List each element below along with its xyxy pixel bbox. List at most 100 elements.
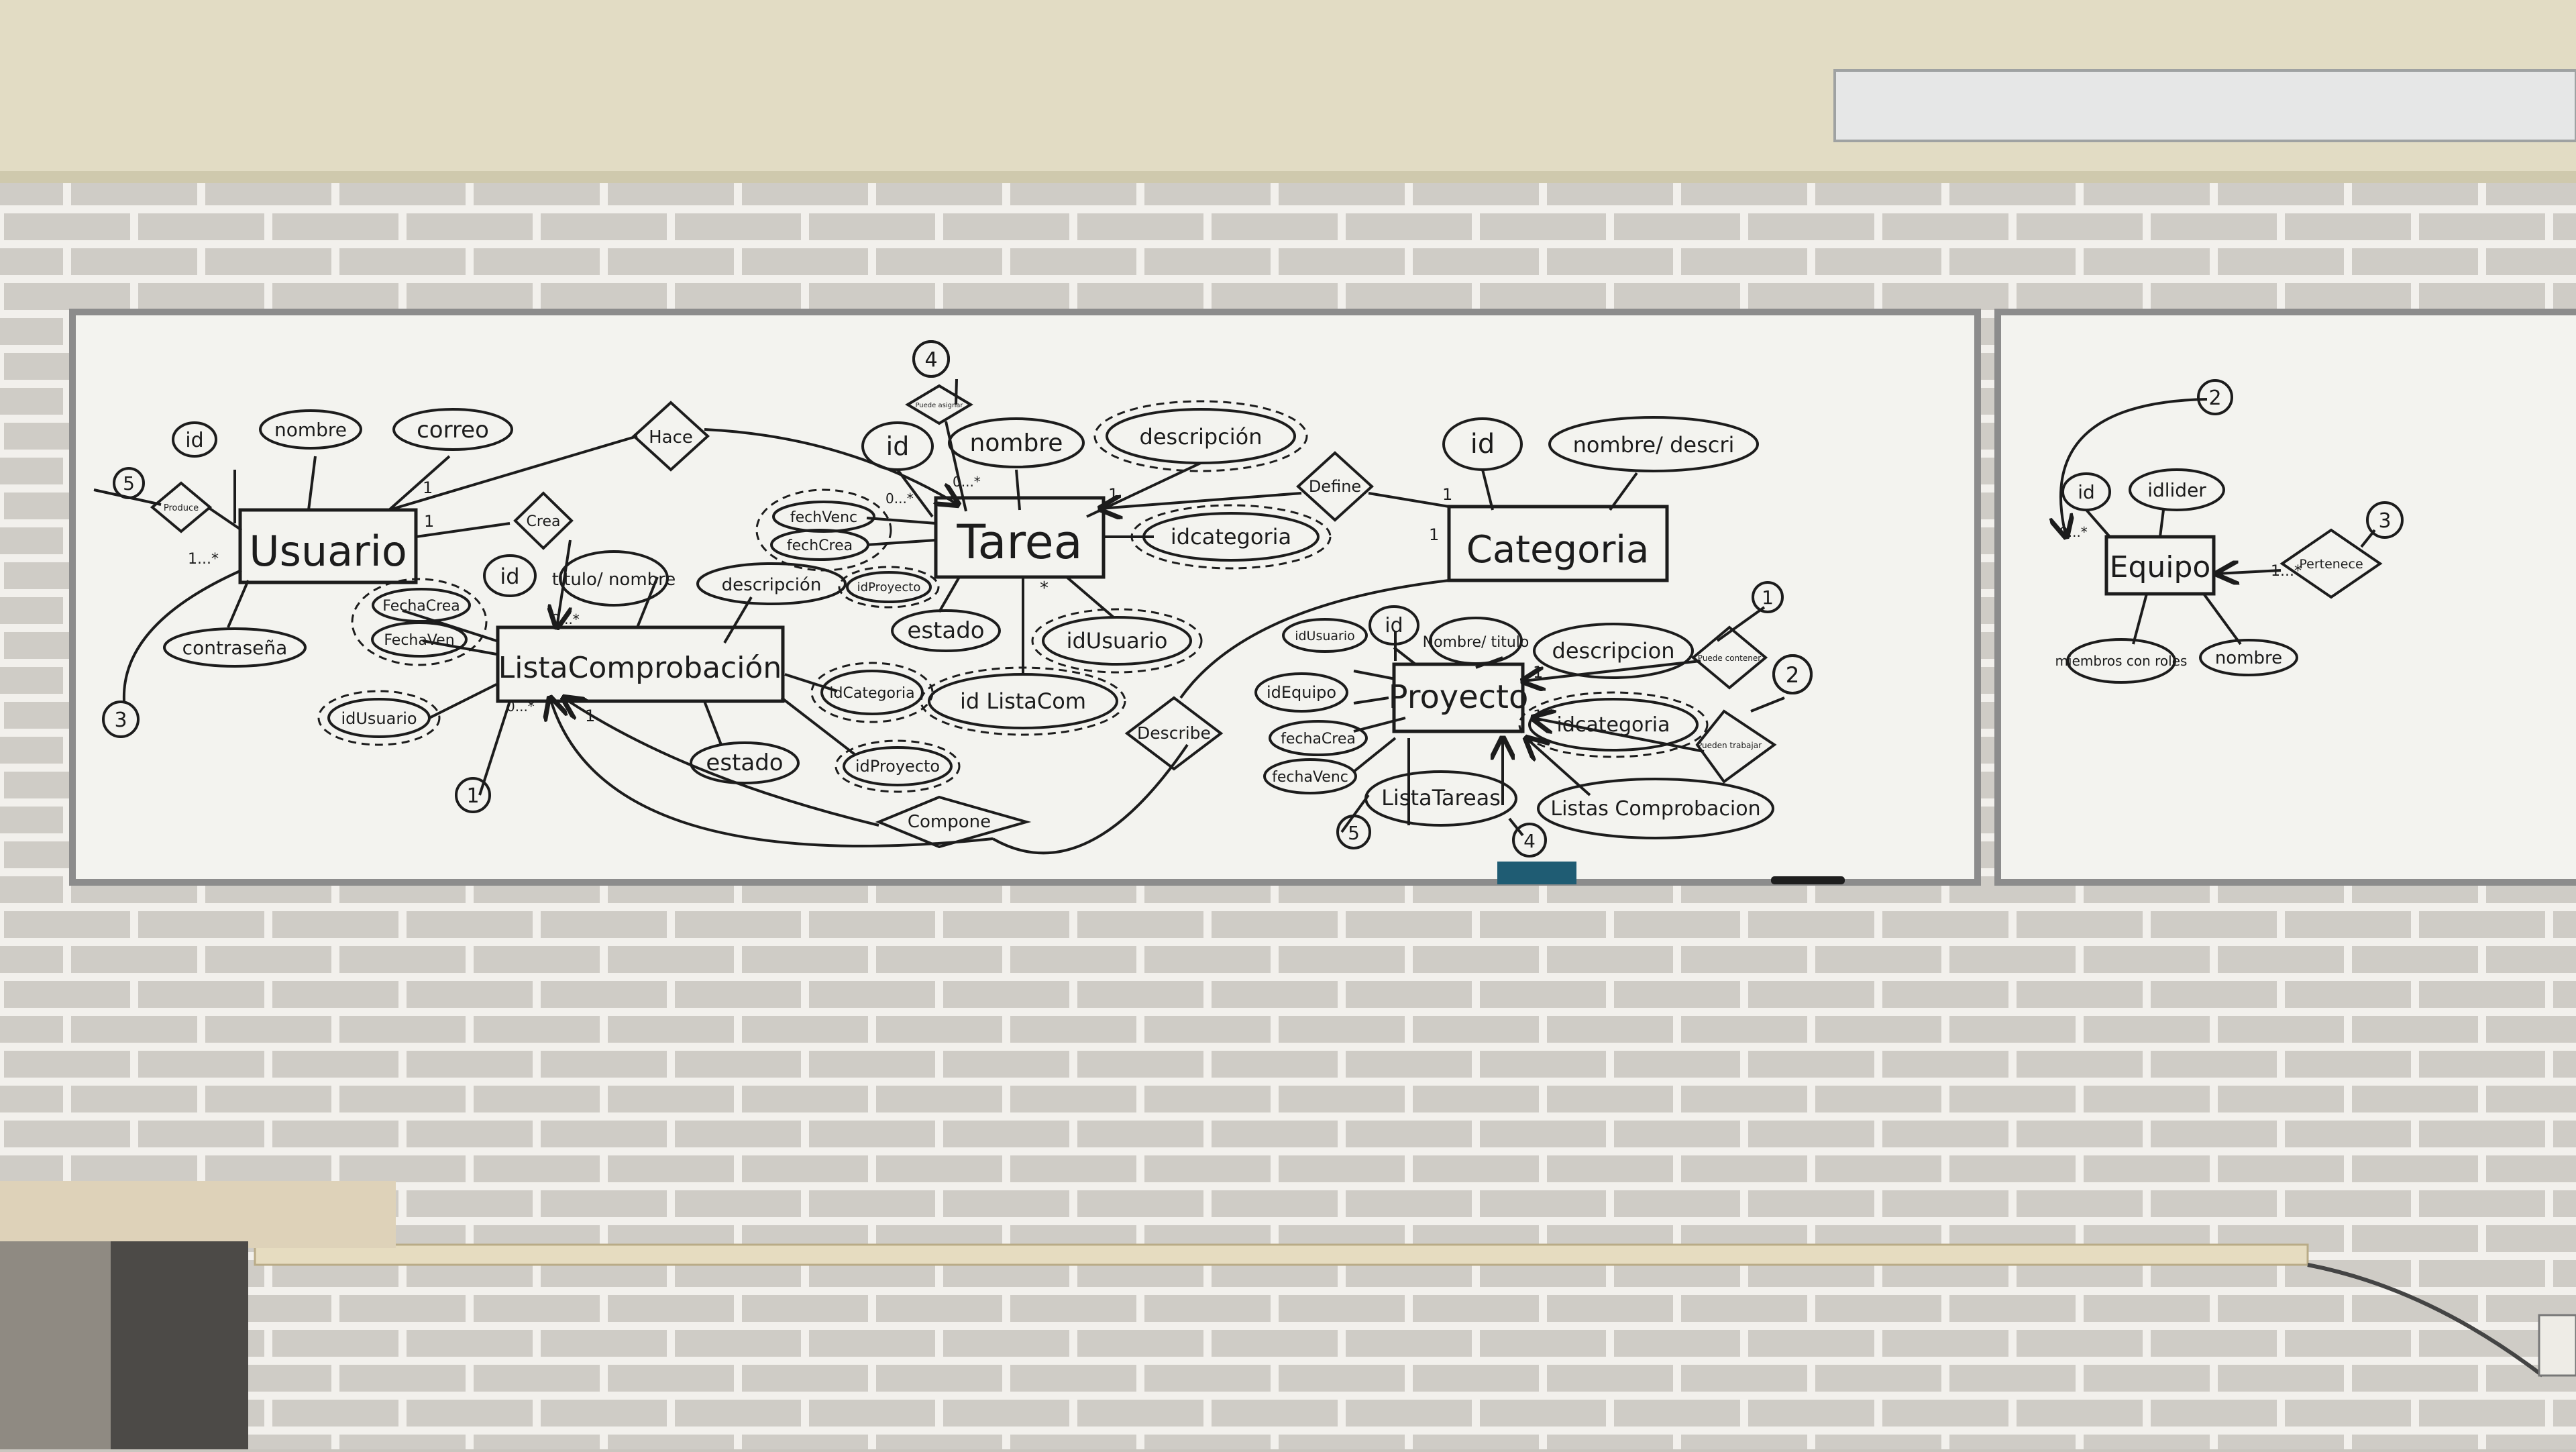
entity-lista-box <box>496 625 785 703</box>
numbered-markers <box>102 340 2404 858</box>
card-tarea-define: 1 <box>1108 485 1118 504</box>
attribute-ellipses <box>163 408 2298 839</box>
attr-proyecto-nombre: Nombre/ titulo <box>1423 634 1529 651</box>
attr-proyecto-idcategoria-shape <box>1528 698 1699 751</box>
attr-lista-fechacrea-shape <box>372 588 471 623</box>
attr-tarea-idusuario-shape <box>1042 616 1192 666</box>
card-usuario-produce: 1...* <box>188 551 219 568</box>
attr-usuario-nombre-shape <box>259 409 362 450</box>
attr-categoria-nombre: nombre/ descri <box>1573 432 1735 458</box>
attr-usuario-id: id <box>185 429 203 452</box>
marker-2-proyecto-b: 2 <box>1786 662 1799 688</box>
entity-equipo-box <box>2104 535 2216 596</box>
attr-equipo-miembros: miembros con roles <box>2055 653 2188 669</box>
attr-tarea-idusuario: idUsuario <box>1067 628 1168 654</box>
entity-equipo: Equipo <box>2110 550 2211 584</box>
attr-equipo-idlider-shape <box>2129 468 2225 511</box>
diamond-crea <box>513 491 574 550</box>
entity-usuario-box <box>238 508 418 584</box>
card-lista-compone: 1 <box>585 707 595 725</box>
attr-lista-titulo: titulo/ nombre <box>552 570 676 590</box>
attr-proyecto-fechacrea-shape <box>1269 720 1368 756</box>
beam-edge <box>0 171 2576 183</box>
diamond-describe <box>1124 696 1224 771</box>
relationship-labels: Hace Crea Define Describe Compone Produc… <box>164 402 2363 832</box>
attr-lista-fechacrea: FechaCrea <box>382 598 460 615</box>
attr-equipo-id: id <box>2078 481 2095 503</box>
marker-1-lista: 1 <box>466 784 479 808</box>
derived-attribute-rings <box>317 400 1709 793</box>
card-proyecto-trabajar: 1 <box>1533 707 1543 725</box>
attr-equipo-nombre: nombre <box>2215 648 2282 668</box>
attr-tarea-idlistacom-shape <box>928 673 1118 729</box>
diamond-pueden-trabajar <box>1695 709 1777 784</box>
entity-boxes <box>238 496 2216 733</box>
entity-proyecto-box <box>1392 662 1525 733</box>
attr-tarea-fechcrea-shape <box>770 529 869 561</box>
attr-equipo-idlider: idlider <box>2147 479 2206 501</box>
whiteboard-side <box>1994 309 2576 886</box>
diamond-puede-asignar <box>905 384 973 425</box>
diamond-produce <box>150 481 213 533</box>
attr-proyecto-fechavenc-shape <box>1263 758 1357 794</box>
board-eraser <box>1497 862 1576 884</box>
marker-5-proyecto: 5 <box>1348 822 1360 844</box>
attr-proyecto-idequipo-shape <box>1254 672 1348 713</box>
card-tarea-fechas: 0...* <box>885 490 914 507</box>
card-lista-usuario: 0...* <box>506 698 535 715</box>
entity-categoria-box <box>1447 505 1669 582</box>
rel-crea: Crea <box>527 513 561 530</box>
rel-puede-contener: Puede contener <box>1698 654 1761 663</box>
attr-tarea-idlistacom: id ListaCom <box>960 688 1086 714</box>
attr-proyecto-listascomp: Listas Comprobacion <box>1550 797 1760 821</box>
attribute-labels: id nombre correo contraseña id nombre de… <box>182 417 2282 821</box>
marker-4-tarea: 4 <box>924 348 937 372</box>
attr-lista-idusuario: idUsuario <box>341 709 417 728</box>
attr-categoria-id: id <box>1470 429 1495 460</box>
card-categoria-describe: 1 <box>1429 525 1439 544</box>
entity-usuario: Usuario <box>249 527 407 576</box>
attr-proyecto-listascomp-shape <box>1537 778 1774 839</box>
cardinality-labels: 1 1 1 1 1 1 1 1 1...* 1...* 0...* 0...* … <box>188 474 2302 725</box>
attr-tarea-fechvenc: fechVenc <box>790 509 857 526</box>
attr-lista-idcategoria-shape <box>820 670 924 715</box>
marker-2-equipo: 2 <box>2208 386 2221 410</box>
attr-proyecto-listatareas: ListaTareas <box>1381 785 1501 811</box>
rel-compone: Compone <box>908 812 991 832</box>
desk <box>0 1181 396 1449</box>
attr-proyecto-id: id <box>1385 614 1403 637</box>
entity-lista: ListaComprobación <box>498 651 782 685</box>
attr-tarea-idcategoria: idcategoria <box>1171 524 1291 550</box>
marker-4-proyecto: 4 <box>1523 830 1536 852</box>
attr-categoria-id-shape <box>1442 417 1523 471</box>
attr-lista-titulo-shape <box>559 550 669 607</box>
marker-numbers: 1 2 3 4 5 1 2 2 3 4 4 5 <box>114 348 2391 852</box>
attr-proyecto-fechavenc: fechaVenc <box>1272 769 1348 786</box>
card-categoria-define: 1 <box>1442 485 1452 504</box>
card-tarea-hace: 0...* <box>953 474 981 490</box>
entity-tarea-box <box>934 496 1106 579</box>
attr-tarea-idproyecto-shape <box>846 571 932 603</box>
attr-tarea-idcategoria-shape <box>1142 512 1320 562</box>
diamond-pertenece <box>2279 528 2383 599</box>
attr-tarea-descripcion: descripción <box>1140 424 1263 450</box>
card-equipo-self: 0...* <box>2059 524 2088 540</box>
marker-4-tarea-b: 4 <box>924 348 937 372</box>
attr-equipo-id-shape <box>2061 472 2111 511</box>
attr-tarea-estado-shape <box>891 609 1001 652</box>
attr-equipo-nombre-shape <box>2199 639 2298 676</box>
attr-proyecto-descripcion: descripcion <box>1552 638 1675 664</box>
attr-proyecto-idcategoria: idcategoria <box>1557 713 1670 737</box>
entity-tarea: Tarea <box>956 515 1082 570</box>
attr-usuario-contrasena: contraseña <box>182 637 288 659</box>
diamond-puede-contener <box>1690 625 1768 690</box>
card-usuario-crea: 1 <box>424 512 434 531</box>
attr-proyecto-fechacrea: fechaCrea <box>1281 731 1356 747</box>
marker-3-equipo: 3 <box>2378 509 2391 533</box>
attr-proyecto-idusuario-shape <box>1282 618 1368 653</box>
entity-proyecto: Proyecto <box>1389 678 1529 716</box>
marker-2-proyecto: 2 <box>1786 662 1799 688</box>
rel-hace: Hace <box>649 427 693 448</box>
attr-tarea-estado: estado <box>907 617 984 644</box>
